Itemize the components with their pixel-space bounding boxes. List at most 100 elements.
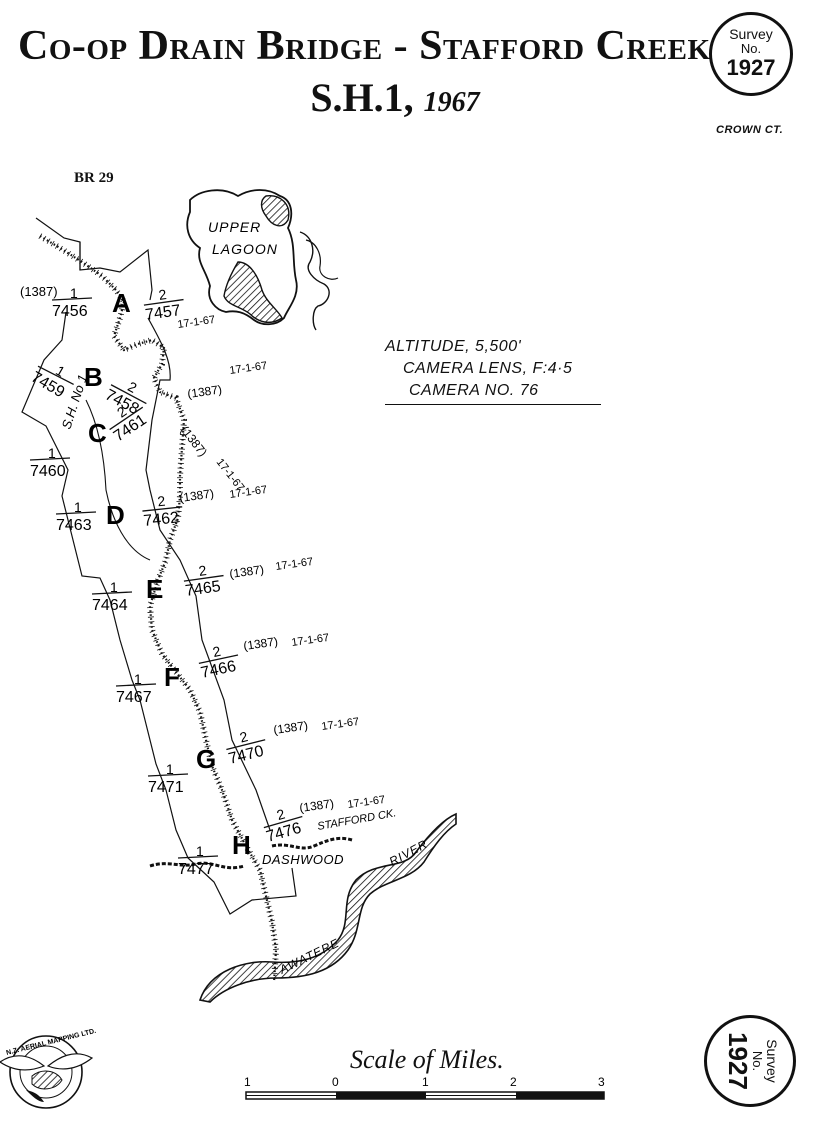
scale-tick-4: 2: [510, 1075, 517, 1089]
left-frame-number-f: 7467: [116, 689, 152, 706]
stafford-creek: [271, 836, 353, 850]
scale-tick-5: 3: [598, 1075, 605, 1089]
flight-date-d: 17-1-67: [229, 484, 268, 501]
left-frame-rule-f: [115, 683, 157, 687]
point-letter-a: A: [112, 288, 131, 318]
right-frame-number-a: 7457: [144, 302, 182, 324]
scale-tick-3: 1: [422, 1075, 429, 1089]
upper-lagoon-marsh-2: [260, 195, 290, 227]
left-frame-top-f: 1: [134, 671, 142, 687]
right-frame-number-d: 7462: [143, 509, 180, 530]
left-frame-f: 1 7467: [115, 671, 157, 706]
railway-line: [39, 235, 278, 983]
right-frame-rule-b: [110, 384, 147, 405]
right-frame-top-g: 2: [238, 728, 250, 745]
logo-globe: [31, 1070, 63, 1090]
left-frame-prefix-a: (1387): [20, 284, 58, 299]
survey-badge-no: No.: [740, 41, 762, 56]
scale-bar-fill-1: [336, 1092, 426, 1099]
scale-tick-1: 1: [244, 1075, 251, 1089]
camera-lens-label: CAMERA LENS, F:4·5: [403, 360, 573, 377]
right-frame-prefix-g: (1387): [272, 718, 308, 737]
left-frame-g: 1 7471: [147, 761, 189, 796]
left-frame-rule-a: [51, 297, 93, 301]
right-frame-rule-e: [183, 574, 224, 582]
lagoon-label-2: LAGOON: [212, 241, 278, 257]
point-letter-c: C: [88, 418, 107, 448]
map-title: Co-op Drain Bridge - Stafford Creek: [18, 23, 711, 69]
right-frame-rule-h: [263, 815, 303, 829]
right-frame-prefix-f: (1387): [242, 634, 278, 653]
left-frame-number-g: 7471: [148, 779, 184, 796]
left-frame-rule-g: [147, 773, 189, 777]
left-frame-top-g: 1: [166, 761, 174, 777]
point-letter-d: D: [106, 500, 125, 530]
survey-badge-top: Survey No. 1927: [709, 12, 793, 96]
awatere-river: [198, 812, 457, 1003]
logo-country: [26, 1090, 44, 1102]
point-letter-e: E: [146, 574, 163, 604]
left-frame-number-h: 7477: [178, 861, 214, 878]
logo-wing-right: [46, 1053, 94, 1070]
right-frame-top-h: 2: [275, 806, 287, 824]
flight-date-f: 17-1-67: [291, 632, 330, 649]
flight-date-h: 17-1-67: [347, 794, 386, 811]
scale-title: Scale of Miles.: [350, 1045, 504, 1074]
dashwood-stream: [149, 861, 245, 870]
point-letter-h: H: [232, 830, 251, 860]
right-frame-rule-d: [142, 506, 183, 512]
right-frame-number-e: 7465: [184, 578, 222, 600]
camera-number-label: CAMERA NO. 76: [385, 380, 601, 405]
point-letter-f: F: [164, 662, 180, 692]
stafford-creek-label: STAFFORD CK.: [316, 807, 397, 833]
right-frame-prefix-e: (1387): [228, 562, 264, 581]
left-frame-number-e: 7464: [92, 597, 128, 614]
right-frame-top-e: 2: [198, 562, 208, 579]
survey-badge-number: 1927: [726, 55, 776, 80]
left-frame-top-d: 1: [74, 499, 82, 515]
upper-lagoon-marsh: [223, 261, 283, 324]
right-frame-top-f: 2: [211, 643, 222, 660]
strip-boundary-right: [145, 317, 271, 831]
lagoon-label-1: UPPER: [208, 219, 261, 235]
left-frame-rule-h: [177, 855, 219, 859]
nz-aerial-mapping-logo: N.Z. AERIAL MAPPING LTD.: [0, 1028, 97, 1109]
flight-info: ALTITUDE, 5,500' CAMERA LENS, F:4·5 CAME…: [385, 336, 601, 405]
left-frame-number-c: 7460: [30, 463, 66, 480]
upper-lagoon-shape: [186, 189, 298, 326]
highway-label: S.H.1,: [310, 75, 414, 120]
survey-year: 1967: [423, 87, 480, 118]
left-frame-rule-b: [37, 365, 74, 385]
scale-bar-fill-2: [516, 1092, 604, 1099]
right-frame-prefix-h: (1387): [298, 796, 334, 815]
left-frame-top-e: 1: [110, 579, 118, 595]
right-frame-number-h: 7476: [264, 820, 303, 846]
left-frame-rule-d: [55, 511, 97, 515]
crown-copyright: CROWN CT.: [716, 124, 784, 136]
dashwood-label: DASHWOOD: [262, 852, 344, 867]
left-frame-top-a: 1: [70, 285, 78, 301]
logo-wing-left: [0, 1055, 46, 1071]
point-letter-b: B: [84, 362, 103, 392]
left-frame-top-h: 1: [196, 843, 204, 859]
right-frame-top-d: 2: [157, 493, 167, 510]
map-subtitle: S.H.1, 1967: [230, 74, 560, 121]
logo-outer-ring: [9, 1035, 83, 1109]
right-frame-rule-f: [198, 654, 239, 664]
right-frame-rule-g: [226, 739, 266, 751]
left-frame-number-a: 7456: [52, 303, 88, 320]
right-frame-top-a: 2: [158, 286, 168, 303]
left-frame-rule-c: [29, 457, 71, 461]
right-frame-number-g: 7470: [227, 743, 266, 768]
right-frame-prefix-b: (1387): [186, 382, 222, 401]
flight-date-g: 17-1-67: [321, 716, 360, 733]
logo-text: N.Z. AERIAL MAPPING LTD.: [6, 1028, 97, 1057]
lagoon-creek-2: [305, 239, 339, 280]
left-frame-rule-e: [91, 591, 133, 595]
left-frame-h: 1 7477: [177, 843, 219, 878]
